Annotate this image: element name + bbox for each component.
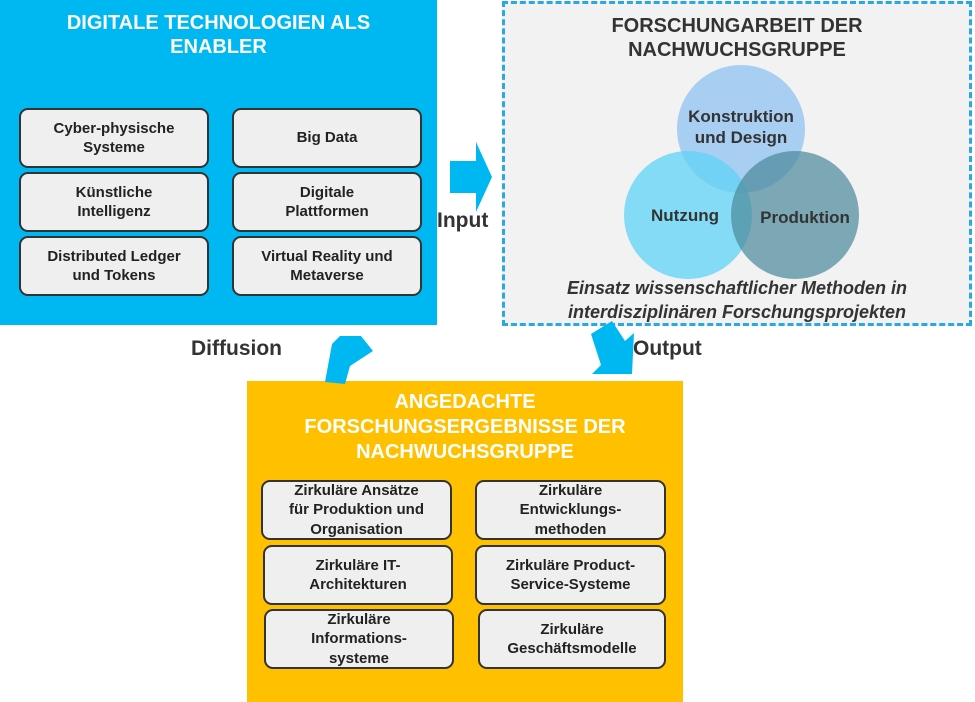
tech-item-dlt: Distributed Ledger und Tokens [19, 236, 209, 296]
venn-label-production: Produktion [760, 208, 850, 227]
research-results-panel: ANGEDACHTE FORSCHUNGSERGEBNISSE DER NACH… [247, 381, 683, 702]
output-label: Output [633, 337, 702, 360]
result-item-pss: Zirkuläre Product- Service-Systeme [475, 545, 666, 605]
methods-statement: Einsatz wissenschaftlicher Methoden in i… [566, 278, 908, 323]
result-item-info-systems: Zirkuläre Informations- systeme [264, 609, 454, 669]
diffusion-label: Diffusion [191, 337, 282, 360]
result-item-business-models: Zirkuläre Geschäftsmodelle [478, 609, 666, 669]
venn-circle-production [731, 151, 859, 279]
venn-circle-usage [624, 151, 752, 279]
digital-technologies-title: DIGITALE TECHNOLOGIEN ALS ENABLER [66, 12, 371, 58]
research-work-title: FORSCHUNGARBEIT DER NACHWUCHSGRUPPE [611, 15, 863, 61]
tech-item-ai: Künstliche Intelligenz [19, 172, 209, 232]
research-work-panel: FORSCHUNGARBEIT DER NACHWUCHSGRUPPE Kons… [502, 1, 972, 326]
output-arrow [591, 321, 634, 374]
research-results-title: ANGEDACHTE FORSCHUNGSERGEBNISSE DER NACH… [304, 391, 626, 463]
input-arrow [450, 142, 492, 212]
result-item-it-architectures: Zirkuläre IT- Architekturen [263, 545, 453, 605]
input-label: Input [437, 209, 489, 232]
diffusion-arrow [325, 336, 373, 384]
venn-label-design: Konstruktion und Design [688, 107, 794, 148]
result-item-dev-methods: Zirkuläre Entwicklungs- methoden [475, 480, 666, 540]
tech-item-vr: Virtual Reality und Metaverse [232, 236, 422, 296]
result-item-production: Zirkuläre Ansätze für Produktion und Org… [261, 480, 452, 540]
digital-technologies-panel: DIGITALE TECHNOLOGIEN ALS ENABLER Cyber-… [0, 0, 437, 325]
tech-item-platforms: Digitale Plattformen [232, 172, 422, 232]
tech-item-cps: Cyber-physische Systeme [19, 108, 209, 168]
tech-item-big-data: Big Data [232, 108, 422, 168]
venn-diagram [624, 65, 859, 279]
venn-label-usage: Nutzung [651, 206, 719, 225]
